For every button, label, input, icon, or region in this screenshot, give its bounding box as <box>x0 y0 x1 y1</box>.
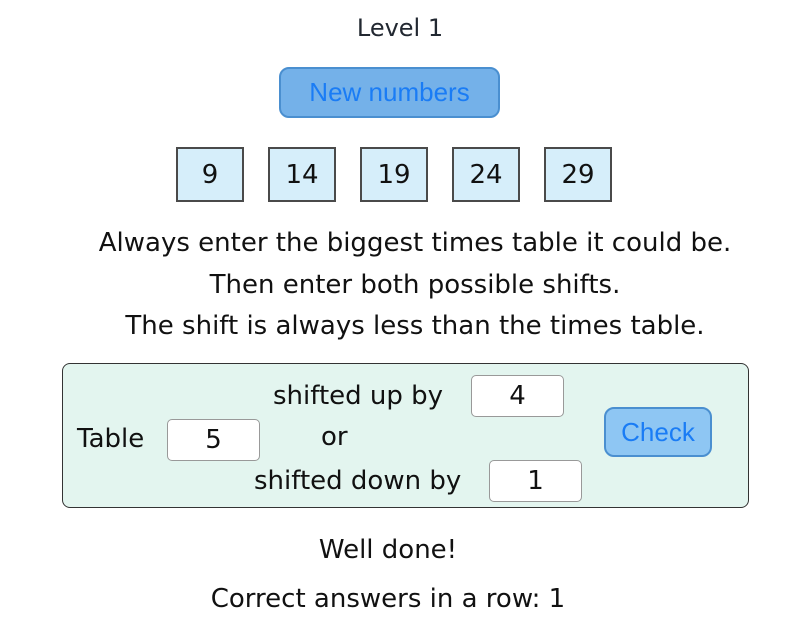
sequence-number: 24 <box>452 147 520 202</box>
level-title: Level 1 <box>356 14 444 42</box>
shifted-up-label: shifted up by <box>273 381 444 411</box>
or-label: or <box>321 422 348 452</box>
instruction-line: The shift is always less than the times … <box>125 311 705 341</box>
table-input[interactable]: 5 <box>167 419 260 461</box>
shifted-down-label: shifted down by <box>254 466 462 496</box>
sequence-number: 19 <box>360 147 428 202</box>
number-sequence: 9 14 19 24 29 <box>176 147 612 202</box>
sequence-number: 9 <box>176 147 244 202</box>
instruction-line: Always enter the biggest times table it … <box>98 228 732 258</box>
shifted-down-input[interactable]: 1 <box>489 460 582 502</box>
shifted-up-input[interactable]: 4 <box>471 375 564 417</box>
new-numbers-button[interactable]: New numbers <box>279 67 500 118</box>
check-button[interactable]: Check <box>604 407 712 457</box>
feedback-message: Well done! <box>318 535 458 565</box>
sequence-number: 29 <box>544 147 612 202</box>
table-label: Table <box>77 424 145 454</box>
instruction-line: Then enter both possible shifts. <box>209 270 621 300</box>
sequence-number: 14 <box>268 147 336 202</box>
streak-counter: Correct answers in a row: 1 <box>210 584 566 614</box>
